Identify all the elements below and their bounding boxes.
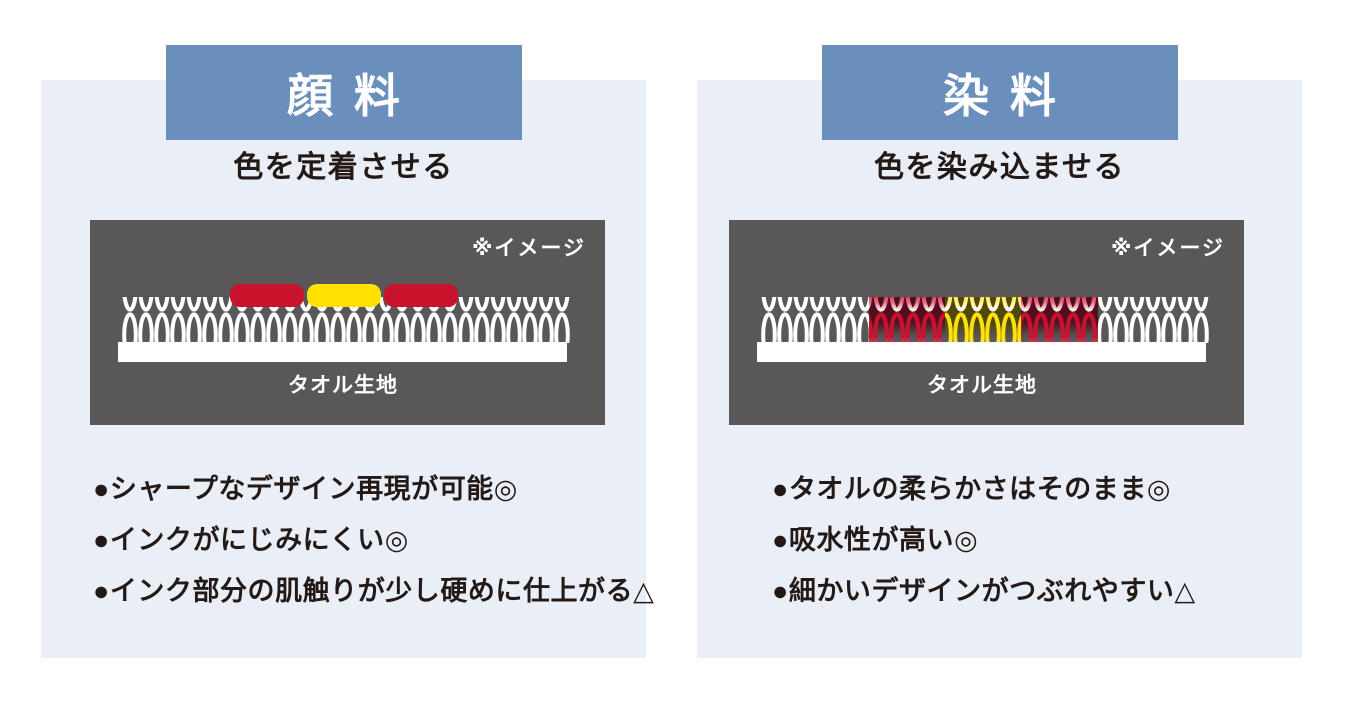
dye-header: 染料: [821, 45, 1178, 140]
towel-loops: [761, 297, 1209, 343]
pigment-header: 顔料: [165, 45, 522, 140]
ink-bar-red-left: [230, 284, 304, 307]
image-note-label: ※イメージ: [472, 237, 586, 260]
loops-white-left: [761, 297, 869, 343]
towel-base: [118, 342, 567, 362]
bullet-item: ●吸水性が高い◎: [772, 525, 979, 555]
pigment-title: 顔料: [287, 69, 421, 122]
ink-bar-red-right: [384, 284, 458, 307]
loops-dyed-red-right: [1021, 297, 1098, 343]
pigment-ink-layer: [230, 284, 458, 307]
loops-dyed-yellow: [945, 297, 1021, 343]
loops-white-right: [1098, 297, 1209, 343]
pigment-bullets: ●シャープなデザイン再現が可能◎ ●インクがにじみにくい◎ ●インク部分の肌触り…: [93, 464, 654, 617]
pigment-subtitle: 色を定着させる: [233, 151, 454, 184]
towel-base: [757, 342, 1206, 362]
bullet-item: ●インク部分の肌触りが少し硬めに仕上がる△: [93, 576, 655, 606]
fabric-label: タオル生地: [927, 373, 1037, 397]
fabric-label: タオル生地: [288, 373, 398, 397]
dye-subtitle: 色を染み込ませる: [873, 151, 1126, 184]
pigment-illustration: ※イメージ タオル生地: [90, 220, 605, 425]
ink-bar-yellow: [307, 284, 381, 307]
dye-towel-diagram: ※イメージ タオル生地: [729, 220, 1244, 425]
bullet-item: ●インクがにじみにくい◎: [93, 525, 409, 555]
dye-illustration: ※イメージ タオル生地: [729, 220, 1244, 425]
panel-pigment: 顔料 色を定着させる: [41, 45, 654, 658]
panel-dye: 染料 色を染み込ませる ※イメージ タオ: [697, 45, 1302, 658]
bullet-item: ●シャープなデザイン再現が可能◎: [93, 474, 518, 504]
bullet-item: ●細かいデザインがつぶれやすい△: [772, 576, 1196, 606]
dye-title: 染料: [943, 69, 1077, 122]
loops-dyed-red-left: [869, 297, 945, 343]
dye-bullets: ●タオルの柔らかさはそのまま◎ ●吸水性が高い◎ ●細かいデザインがつぶれやすい…: [772, 464, 1196, 617]
pigment-towel-diagram: ※イメージ タオル生地: [90, 220, 605, 425]
bullet-item: ●タオルの柔らかさはそのまま◎: [772, 474, 1171, 504]
image-note-label: ※イメージ: [1111, 237, 1225, 260]
